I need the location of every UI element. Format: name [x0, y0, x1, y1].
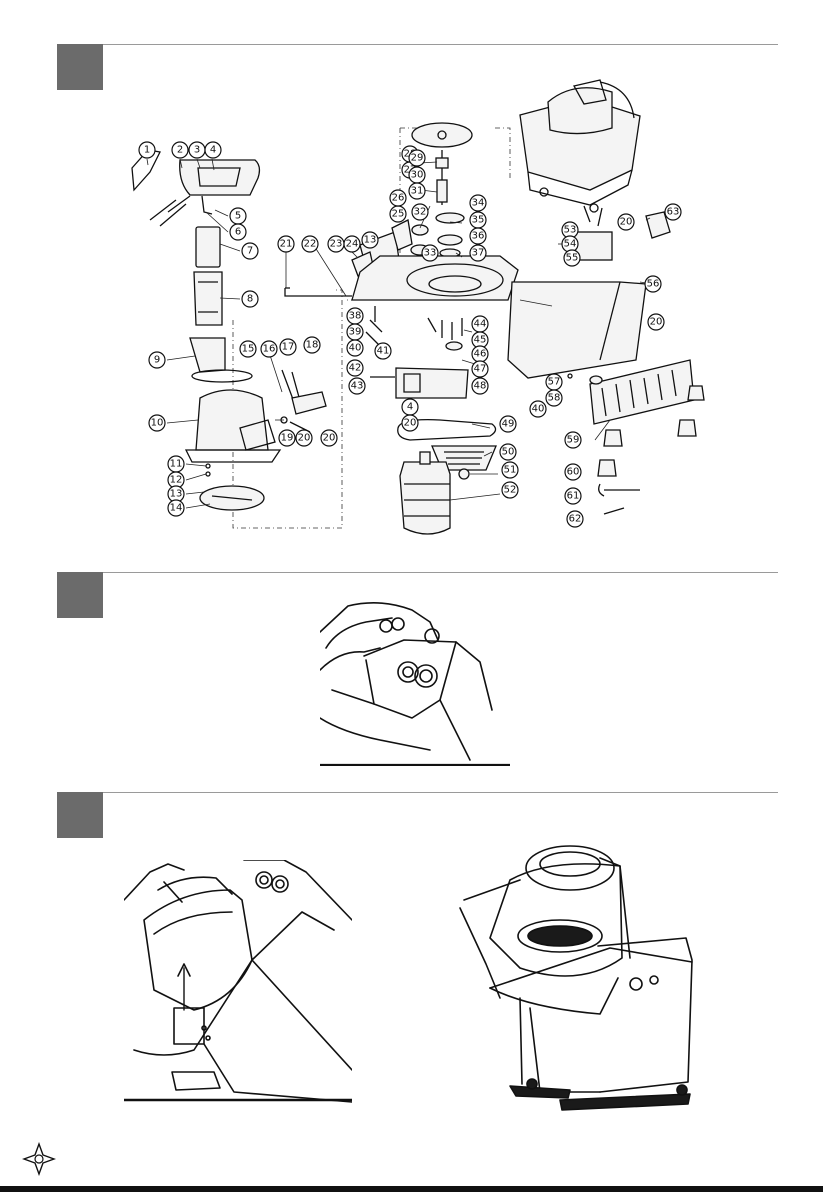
callout-label: 20	[620, 217, 633, 228]
callout-label: 20	[650, 317, 663, 328]
callout-label: 37	[472, 248, 485, 259]
exploded-parts-diagram: 1 2 3 4 5 6 7 8 9 10 11 12 13 14 15 16 1…	[0, 0, 823, 560]
callout-label: 14	[170, 503, 183, 514]
callout-label: 17	[282, 342, 295, 353]
callout-label: 39	[349, 327, 362, 338]
callout-label: 60	[567, 467, 580, 478]
callout-label: 29	[411, 153, 424, 164]
callout-label: 25	[392, 209, 405, 220]
step-marker-3	[57, 792, 103, 838]
section-divider-2	[57, 572, 778, 573]
callout-label: 59	[567, 435, 580, 446]
callout-label: 12	[170, 475, 183, 486]
callout-label: 41	[377, 346, 390, 357]
section-divider-3	[57, 792, 778, 793]
callout-label: 24	[346, 239, 359, 250]
callout-label: 40	[532, 404, 545, 415]
callout-label: 20	[298, 433, 311, 444]
callout-label: 55	[566, 253, 579, 264]
callout-label: 34	[472, 198, 485, 209]
callout-label: 32	[414, 207, 427, 218]
callout-label: 58	[548, 393, 561, 404]
callout-label: 52	[504, 485, 517, 496]
callout-label: 50	[502, 447, 515, 458]
callout-label: 23	[330, 239, 343, 250]
callout-label: 51	[504, 465, 517, 476]
footer-bar	[0, 1186, 823, 1192]
callout-label: 40	[349, 343, 362, 354]
callout-label: 20	[323, 433, 336, 444]
callout-label: 57	[548, 377, 561, 388]
callout-label: 62	[569, 514, 582, 525]
assembly-illustration-chute	[124, 860, 352, 1103]
callout-label: 5	[235, 211, 241, 222]
callout-label: 42	[349, 363, 362, 374]
callout-label: 11	[170, 459, 183, 470]
callout-label: 7	[247, 246, 253, 257]
callout-label: 35	[472, 215, 485, 226]
callout-label: 31	[411, 186, 424, 197]
callout-label: 21	[280, 239, 293, 250]
callout-label: 30	[411, 170, 424, 181]
callout-label: 18	[306, 340, 319, 351]
callout-label: 36	[472, 231, 485, 242]
callout-label: 8	[247, 294, 253, 305]
callout-label: 6	[235, 227, 241, 238]
callout-label: 26	[392, 193, 405, 204]
callout-label: 10	[151, 418, 164, 429]
callout-label: 9	[154, 355, 160, 366]
callout-label: 20	[404, 418, 417, 429]
callout-label: 56	[647, 279, 660, 290]
callout-label: 4	[407, 402, 413, 413]
callout-label: 4	[210, 145, 216, 156]
callout-label: 22	[304, 239, 317, 250]
callout-label: 54	[564, 239, 577, 250]
compass-star-icon	[22, 1142, 56, 1176]
detail-illustration-hinge	[320, 600, 510, 766]
callout-label: 63	[667, 207, 680, 218]
callout-label: 46	[474, 349, 487, 360]
callout-group: 1 2 3 4 5 6 7 8 9 10 11 12 13 14 15 16 1…	[139, 142, 418, 516]
callout-label: 2	[177, 145, 183, 156]
callout-label: 15	[242, 344, 255, 355]
step-marker-2	[57, 572, 103, 618]
callout-label: 53	[564, 225, 577, 236]
assembly-illustration-machine	[450, 838, 702, 1120]
callout-label: 33	[424, 248, 437, 259]
callout-label: 19	[281, 433, 294, 444]
callout-label: 44	[474, 319, 487, 330]
callout-label: 38	[349, 311, 362, 322]
callout-label: 45	[474, 335, 487, 346]
callout-label: 49	[502, 419, 515, 430]
callout-label: 47	[474, 364, 487, 375]
callout-label: 48	[474, 381, 487, 392]
callout-label: 3	[194, 145, 200, 156]
callout-label: 61	[567, 491, 580, 502]
callout-label: 16	[263, 344, 276, 355]
callout-label: 43	[351, 381, 364, 392]
callout-label: 13	[170, 489, 183, 500]
callout-label: 13	[364, 235, 377, 246]
callout-label: 1	[144, 145, 150, 156]
